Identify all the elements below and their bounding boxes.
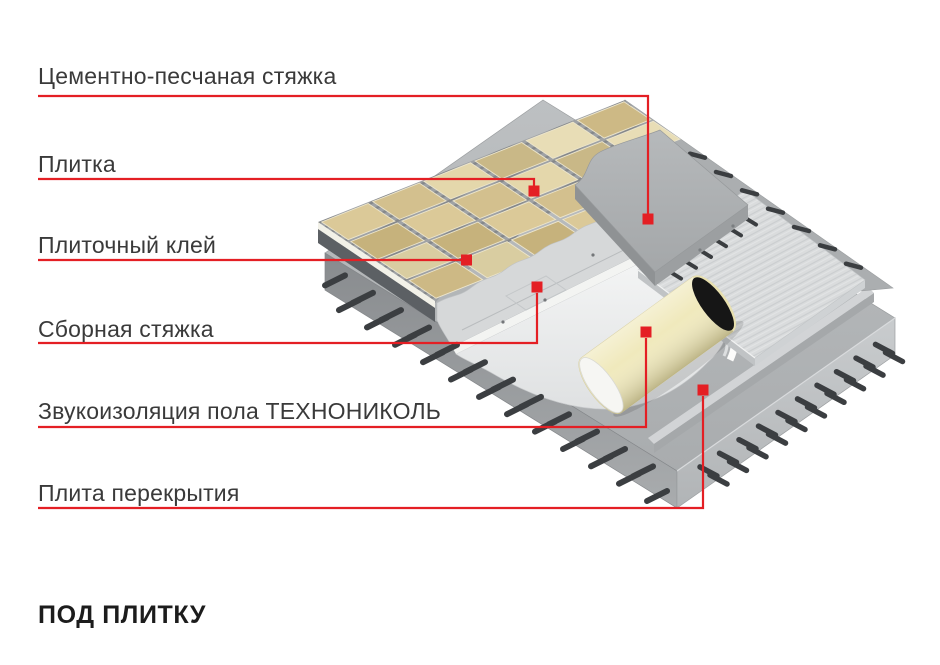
rebar-pin <box>420 349 446 366</box>
callout-lines <box>38 94 705 510</box>
cement-slab-top <box>574 129 749 273</box>
rebar-pin <box>588 453 614 470</box>
tile <box>371 182 447 220</box>
rebar-pin <box>476 383 502 400</box>
cement-sand-screed-slab <box>574 129 749 286</box>
tile <box>503 161 579 199</box>
cement-slab-side-front <box>655 205 748 286</box>
label-tile: Плитка <box>38 151 116 177</box>
callout-line-prefab-screed <box>38 293 539 345</box>
tile <box>423 162 499 200</box>
slab-front-edge-highlight <box>676 317 896 472</box>
roll-unrolling-end <box>579 357 624 414</box>
rebar-pins-left-face <box>322 272 670 504</box>
rebar-pin <box>804 404 828 419</box>
screed-screw <box>591 253 595 257</box>
rebar-pin <box>560 436 586 452</box>
tile <box>452 181 528 220</box>
rebar-pin <box>824 390 847 406</box>
label-prefab-screed: Сборная стяжка <box>38 316 214 342</box>
label-floor-slab: Плита перекрытия <box>38 480 240 506</box>
rebar-pin <box>644 488 670 504</box>
rebar-pin <box>707 472 730 487</box>
callout-line-cement-sand-screed <box>38 94 650 214</box>
rebar-pin <box>504 401 530 418</box>
tile <box>320 202 396 241</box>
callout-marker-prefab-screed <box>531 281 543 293</box>
panel-side-right <box>755 280 865 366</box>
tile <box>481 201 557 239</box>
screed-screw <box>501 320 505 324</box>
rebar-pins-right-face <box>697 341 906 487</box>
rebar-pin <box>785 417 808 433</box>
slab-step-edge <box>648 287 874 453</box>
cement-slab-dot <box>698 248 702 252</box>
rebar-pin <box>765 431 789 446</box>
screed-seam <box>461 241 641 331</box>
rebar-pin <box>448 366 474 383</box>
callout-markers <box>461 185 709 396</box>
rebar-pin <box>364 314 390 331</box>
tile-deck-edge-white <box>318 222 435 308</box>
tile <box>525 121 601 159</box>
label-cement-sand-screed: Цементно-песчаная стяжка <box>38 63 337 89</box>
tile <box>349 222 426 260</box>
callout-marker-tile-adhesive <box>461 254 472 266</box>
rebar-pin <box>765 206 786 215</box>
cement-slab-side-left <box>575 185 655 286</box>
label-sound-insulation: Звукоизоляция пола ТЕХНОНИКОЛЬ <box>38 398 442 424</box>
rebar-pin <box>791 224 812 234</box>
tile <box>401 202 477 240</box>
rebar-pin <box>817 243 838 252</box>
tile-deck-edge-dark <box>318 229 435 322</box>
roll-body-shading <box>578 276 733 414</box>
tile <box>408 261 484 299</box>
rebar-pins-back-edge <box>687 151 864 270</box>
rebar-pin <box>746 444 769 460</box>
label-tile-adhesive: Плиточный клей <box>38 232 216 258</box>
rebar-pin <box>843 261 864 270</box>
tile <box>474 141 550 180</box>
rebar-pin <box>726 458 750 474</box>
callout-marker-tile <box>528 185 540 197</box>
rebar-pin <box>322 272 348 289</box>
callout-marker-floor-slab <box>697 384 709 396</box>
cement-slab-dot <box>731 224 735 228</box>
callout-marker-sound-insulation <box>640 326 652 338</box>
rebar-pin <box>713 169 734 179</box>
roll-black-core <box>692 277 734 331</box>
screed-screw <box>543 298 547 302</box>
diagram-title: ПОД ПЛИТКУ <box>38 601 207 629</box>
rebar-pin <box>843 376 867 392</box>
rebar-pin <box>739 188 760 197</box>
step-top <box>648 287 874 444</box>
callout-line-floor-slab <box>38 396 705 510</box>
step-front <box>654 293 874 453</box>
rebar-pin <box>336 297 362 314</box>
callout-marker-cement-sand-screed <box>642 213 654 225</box>
rebar-pin <box>687 151 708 160</box>
tile <box>576 101 652 139</box>
rebar-pin <box>616 470 642 487</box>
rebar-pin <box>863 363 886 378</box>
callout-line-tile <box>38 177 536 186</box>
callout-line-sound-insulation <box>38 338 648 429</box>
screed-front-edge <box>452 242 668 354</box>
tile <box>430 221 506 259</box>
rebar-pin <box>882 349 906 365</box>
